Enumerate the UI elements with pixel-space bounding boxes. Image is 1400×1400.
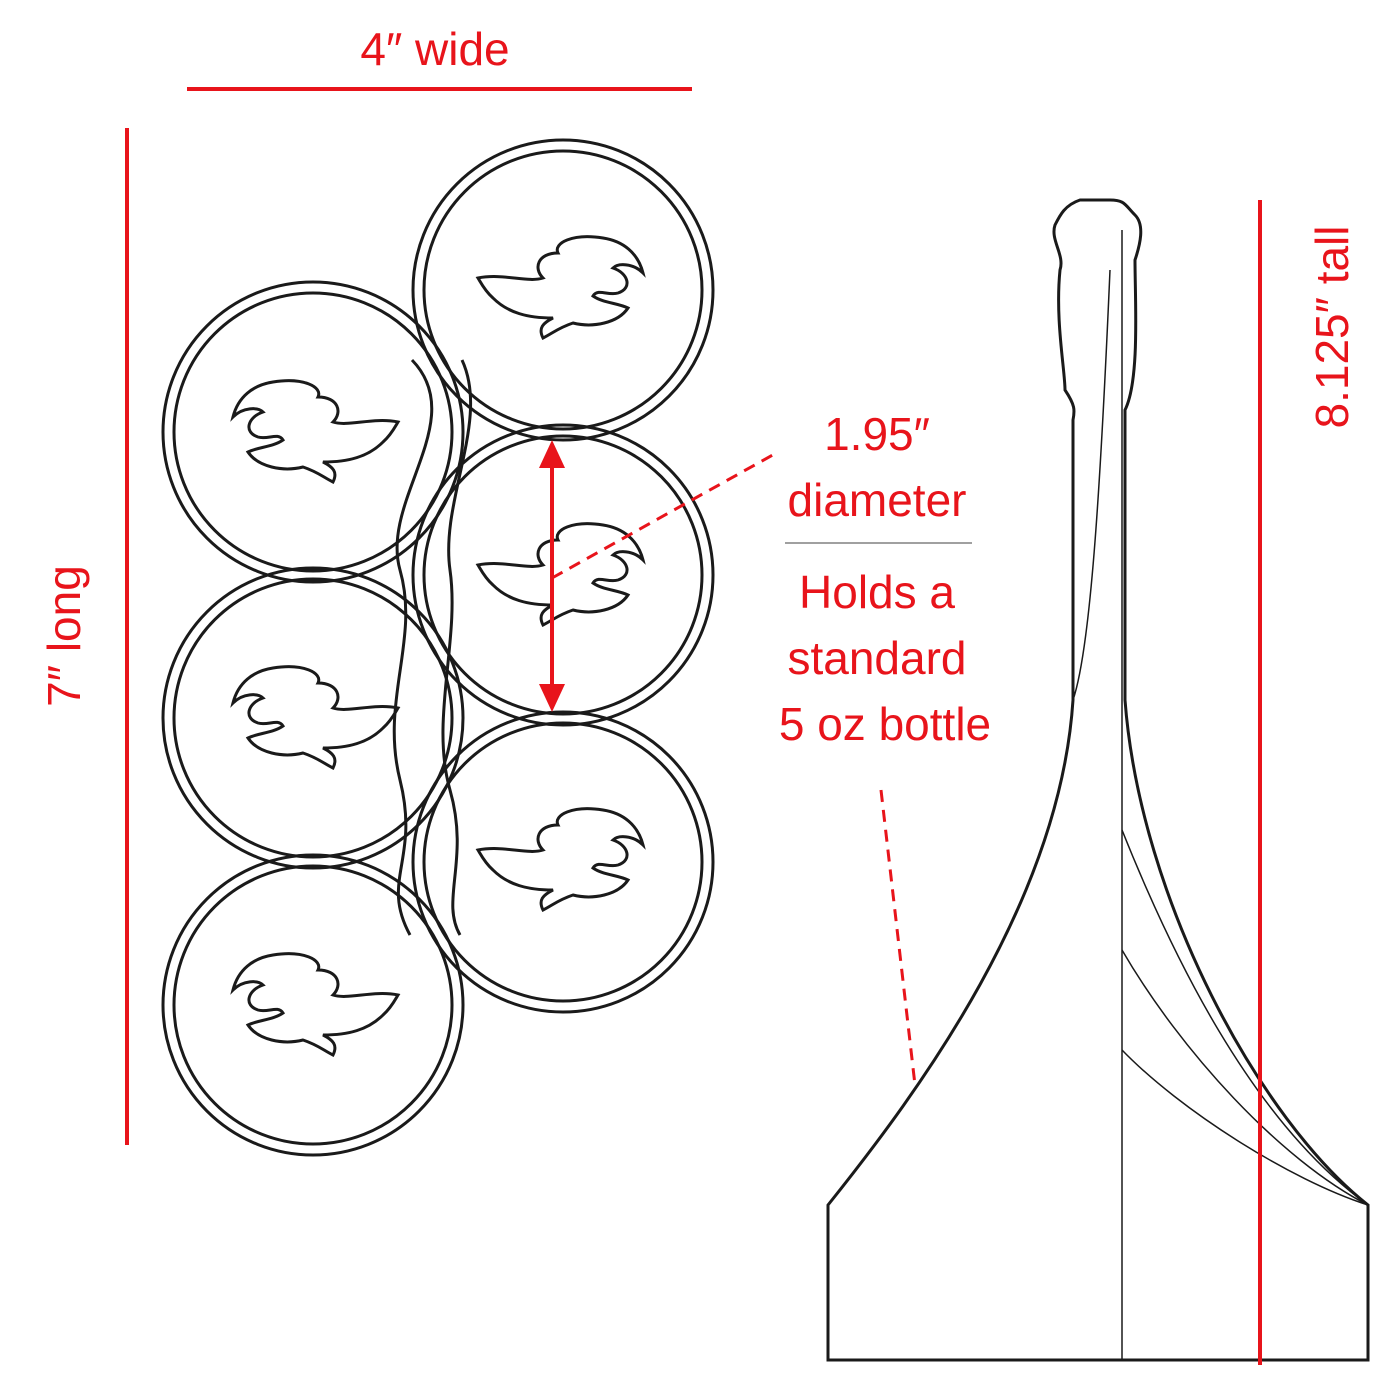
cup-right-2 xyxy=(411,423,715,727)
holds-line-2: standard xyxy=(787,632,966,684)
cup-right-3 xyxy=(411,710,715,1014)
arrow-up-icon xyxy=(539,440,565,468)
diameter-value: 1.95″ xyxy=(824,408,930,460)
holds-line-1: Holds a xyxy=(799,566,955,618)
width-label: 4″ wide xyxy=(360,23,509,75)
cup-left-3 xyxy=(161,853,465,1157)
bottle-leader xyxy=(879,789,917,1086)
diameter-label: diameter xyxy=(788,474,967,526)
cup-right-1 xyxy=(411,138,715,442)
cup-left-1 xyxy=(161,280,465,584)
flame-icons xyxy=(231,235,645,1057)
diameter-leader xyxy=(551,450,779,580)
holds-line-3: 5 oz bottle xyxy=(779,698,991,750)
arrow-down-icon xyxy=(539,684,565,712)
tray-top-view xyxy=(161,138,715,1157)
length-label: 7″ long xyxy=(38,565,90,707)
height-label: 8.125″ tall xyxy=(1306,226,1358,429)
dimension-lines xyxy=(125,87,1262,1365)
tray-side-view xyxy=(826,198,1370,1362)
cup-left-2 xyxy=(161,566,465,870)
